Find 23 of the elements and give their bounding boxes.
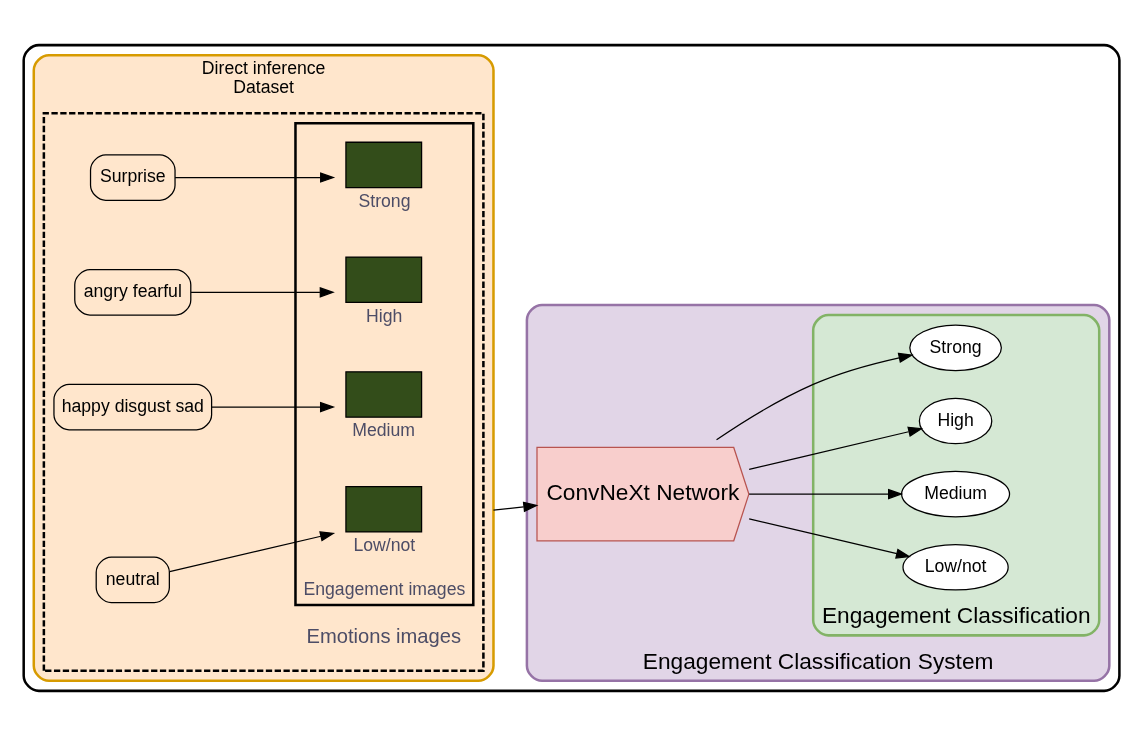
label: Emotions images: [306, 624, 462, 647]
arrow: [174, 172, 336, 183]
arrow: [190, 287, 335, 298]
node-ellipse: Strong: [909, 324, 1002, 372]
cluster: [22, 43, 1121, 693]
arrow: [748, 426, 924, 470]
arrow: [748, 488, 904, 500]
node-label: Strong: [358, 190, 411, 211]
node-label: Low/not: [353, 535, 416, 556]
node-box: angry fearful: [74, 269, 192, 316]
arrow: [715, 352, 914, 441]
arrow: [492, 501, 539, 513]
node-label: Medium: [352, 420, 415, 441]
node-ellipse: Low/not: [902, 543, 1009, 591]
node-box: happy disgust sad: [53, 383, 213, 431]
node-box: Surprise: [89, 154, 176, 201]
node-label: High: [366, 305, 403, 326]
node-ellipse: High: [918, 397, 993, 445]
arrow: [169, 531, 336, 573]
arrow: [748, 518, 911, 559]
arrow: [211, 401, 336, 413]
node-ellipse: Medium: [901, 470, 1011, 518]
node-box: neutral: [95, 556, 170, 604]
